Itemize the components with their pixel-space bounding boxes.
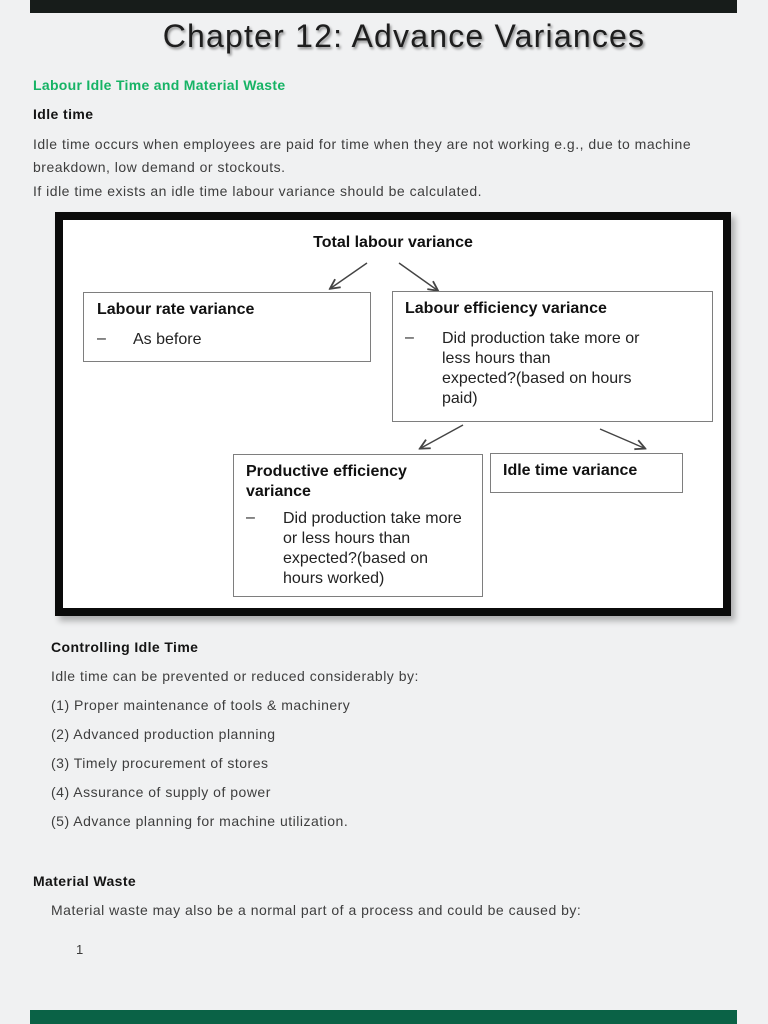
box-text-line: expected?(based on bbox=[283, 550, 428, 567]
box-title-line: Productive efficiency bbox=[246, 463, 407, 480]
page-title: Chapter 12: Advance Variances bbox=[162, 18, 646, 54]
box-title: Idle time variance bbox=[503, 462, 638, 479]
paragraph-line: breakdown, low demand or stockouts. bbox=[33, 159, 286, 175]
box-title: Labour efficiency variance bbox=[405, 300, 607, 317]
paragraph-line: Idle time occurs when employees are paid… bbox=[33, 136, 692, 152]
list-item: (5) Advance planning for machine utiliza… bbox=[51, 813, 349, 829]
list-item: (1) Proper maintenance of tools & machin… bbox=[51, 697, 351, 713]
box-text-line: hours worked) bbox=[283, 570, 385, 587]
section-heading-green: Labour Idle Time and Material Waste bbox=[33, 77, 286, 93]
box-text: As before bbox=[133, 331, 202, 348]
list-item: (2) Advanced production planning bbox=[51, 726, 276, 742]
labour-variance-diagram: Total labour variance Labour rate varian… bbox=[55, 212, 731, 616]
box-title-line: variance bbox=[246, 483, 311, 500]
box-text-line: less hours than bbox=[442, 350, 551, 367]
list-item: (4) Assurance of supply of power bbox=[51, 784, 271, 800]
controlling-intro: Idle time can be prevented or reduced co… bbox=[51, 668, 419, 684]
box-text-line: paid) bbox=[442, 390, 478, 407]
labour-rate-variance-box: Labour rate variance – As before bbox=[83, 292, 371, 362]
page-number: 1 bbox=[76, 942, 84, 957]
paragraph-line: If idle time exists an idle time labour … bbox=[33, 183, 482, 199]
bullet-dash: – bbox=[246, 509, 255, 526]
box-text-line: expected?(based on hours bbox=[442, 370, 632, 387]
material-waste-heading: Material Waste bbox=[33, 873, 137, 889]
productive-efficiency-variance-box: Productive efficiency variance – Did pro… bbox=[233, 454, 483, 597]
diagram-root-label: Total labour variance bbox=[313, 234, 473, 251]
labour-efficiency-variance-box: Labour efficiency variance – Did product… bbox=[392, 291, 713, 422]
viewer-top-bar bbox=[30, 0, 737, 13]
box-title: Productive efficiency variance bbox=[246, 462, 407, 502]
bullet-dash: – bbox=[97, 330, 106, 347]
diagram-arrows bbox=[63, 262, 723, 608]
viewer-bottom-bar bbox=[30, 1010, 737, 1024]
list-item: (3) Timely procurement of stores bbox=[51, 755, 269, 771]
idle-time-heading: Idle time bbox=[33, 106, 94, 122]
box-text-line: or less hours than bbox=[283, 530, 411, 547]
box-text-line: Did production take more bbox=[283, 510, 462, 527]
idle-time-variance-box: Idle time variance bbox=[490, 453, 683, 493]
controlling-idle-time-heading: Controlling Idle Time bbox=[51, 639, 199, 655]
box-text: Did production take more or less hours t… bbox=[442, 329, 639, 409]
box-text: Did production take more or less hours t… bbox=[283, 509, 462, 589]
box-title: Labour rate variance bbox=[97, 301, 255, 318]
material-waste-intro: Material waste may also be a normal part… bbox=[51, 902, 582, 918]
box-text-line: Did production take more or bbox=[442, 330, 640, 347]
bullet-dash: – bbox=[405, 329, 414, 346]
